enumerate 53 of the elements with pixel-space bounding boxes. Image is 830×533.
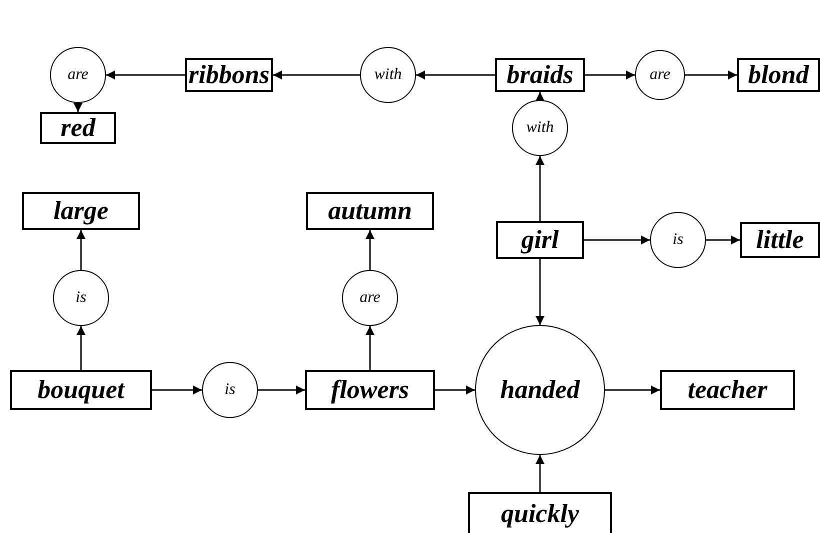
arrow	[584, 236, 650, 244]
arrow	[273, 70, 360, 80]
node-label: with	[374, 67, 402, 83]
arrow	[435, 386, 475, 394]
relation-circle	[635, 50, 685, 100]
node-label: are	[650, 67, 670, 83]
concept-box	[40, 112, 116, 144]
arrow	[536, 156, 544, 221]
arrow	[74, 103, 82, 112]
arrow	[536, 259, 544, 325]
arrow	[605, 386, 660, 394]
arrow	[106, 70, 185, 80]
concept-box	[305, 370, 435, 410]
node-label: are	[68, 67, 88, 83]
node-label: ribbons	[188, 62, 270, 88]
concept-box	[10, 370, 152, 410]
node-label: large	[54, 198, 108, 224]
arrow	[76, 326, 86, 370]
node-label: little	[756, 227, 804, 253]
node-label: is	[76, 290, 86, 306]
concept-box	[740, 222, 820, 258]
arrow	[536, 455, 544, 492]
arrow	[585, 70, 635, 80]
arrow	[76, 230, 86, 270]
node-label: quickly	[501, 501, 579, 527]
node-label: teacher	[688, 377, 768, 403]
concept-box	[737, 58, 820, 92]
node-label: red	[60, 115, 96, 141]
arrow	[258, 386, 305, 394]
arrow	[416, 70, 495, 80]
concept-box	[22, 192, 140, 230]
node-label: bouquet	[38, 377, 124, 403]
node-label: are	[360, 290, 380, 306]
concept-box	[306, 192, 434, 230]
node-label: handed	[500, 377, 580, 403]
arrow	[366, 230, 374, 270]
node-label: braids	[506, 62, 574, 88]
node-label: blond	[748, 62, 809, 88]
node-label: girl	[521, 227, 559, 253]
arrow	[152, 386, 202, 394]
arrow	[685, 70, 737, 80]
node-label: flowers	[331, 377, 409, 403]
concept-box	[496, 221, 584, 259]
node-label: is	[672, 232, 684, 248]
node-label: is	[224, 382, 236, 398]
arrow	[366, 326, 374, 370]
concept-box	[495, 58, 585, 92]
concept-box	[468, 492, 612, 533]
concept-box	[660, 370, 795, 410]
node-label: autumn	[328, 198, 412, 224]
node-label: with	[526, 120, 554, 136]
arrow	[706, 236, 740, 244]
arrow	[536, 92, 544, 101]
